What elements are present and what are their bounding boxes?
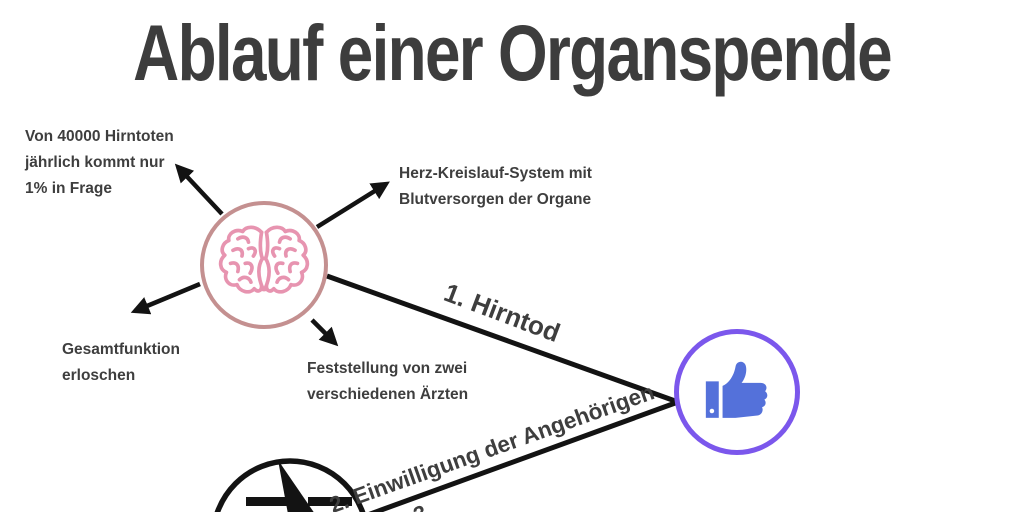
note-brain-bottom-right: Feststellung von zwei verschiedenen Ärzt… bbox=[307, 360, 469, 403]
note-brain-bottom-left: Gesamtfunktion erloschen bbox=[62, 341, 180, 384]
thumbs-up-icon bbox=[705, 361, 768, 418]
page-title: Ablauf einer Organspende bbox=[133, 9, 893, 98]
title-wrap: Ablauf einer Organspende bbox=[0, 8, 1024, 98]
note-brain-top-right: Herz-Kreislauf-System mit Blutversorgen … bbox=[399, 165, 592, 208]
arrow-top-right-icon bbox=[315, 181, 390, 229]
brain-circle bbox=[200, 201, 328, 329]
thumbs-up-circle bbox=[674, 329, 800, 455]
note-brain-top-left: Von 40000 Hirntoten jährlich kommt nur 1… bbox=[25, 128, 174, 197]
clock-icon bbox=[214, 458, 366, 512]
arrow-bottom-left-icon bbox=[130, 281, 201, 315]
step1-line bbox=[326, 273, 679, 405]
brain-icon bbox=[218, 225, 310, 294]
step2-line bbox=[368, 399, 679, 512]
arrow-bottom-right-icon bbox=[310, 318, 339, 347]
arrow-top-left-icon bbox=[174, 163, 224, 216]
